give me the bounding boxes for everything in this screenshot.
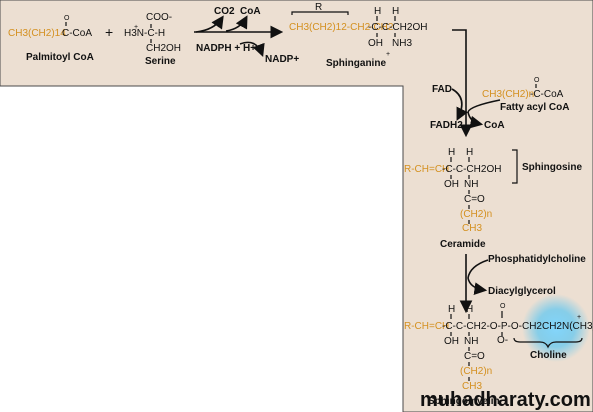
serine-plus: + — [134, 24, 138, 31]
palmitoyl-label: Palmitoyl CoA — [26, 52, 94, 63]
sphingosine-r: R-CH=CH — [404, 164, 449, 175]
sphingomyelin-label: Sphingomyelin — [428, 396, 500, 407]
serine-label: Serine — [145, 56, 176, 67]
sphinganine-label: Sphinganine — [326, 58, 386, 69]
sphingomyelin-h1: H — [448, 304, 455, 315]
palmitoyl-group: C-CoA — [62, 28, 92, 39]
sphingosine-ch3: CH3 — [462, 223, 482, 234]
pc-arrow — [467, 259, 489, 279]
sphinganine-plus: + — [386, 51, 390, 58]
sphingosine-body: -C-C-CH2OH — [442, 164, 501, 175]
watermark: muhadharaty.com — [420, 389, 591, 411]
sphinganine-h1: H — [374, 6, 381, 17]
sphingosine-label: Sphingosine — [522, 162, 582, 173]
fatty-acyl-chain: CH3(CH2)n — [482, 89, 534, 100]
sphingosine-nh: NH — [464, 179, 478, 190]
serine-ch2oh: CH2OH — [146, 43, 181, 54]
fatty-acyl-arrow — [467, 99, 501, 113]
sphinganine-body: -C-C-CH2OH — [368, 22, 427, 33]
ceramide-label: Ceramide — [440, 239, 486, 250]
sphingomyelin-ch2n: (CH2)n — [460, 366, 492, 377]
sphingomyelin-body: -C-C-CH2-O-P-O-CH2CH2N(CH3)3 — [442, 321, 593, 332]
sphingosine-bracket — [512, 149, 518, 184]
sphingomyelin-nh: NH — [464, 336, 478, 347]
sphinganine-nh3: NH3 — [392, 38, 412, 49]
diacylglycerol-label: Diacylglycerol — [488, 286, 556, 297]
nadph-label: NADPH + H+ — [196, 43, 256, 54]
sphingomyelin-o-bot: O- — [497, 335, 508, 346]
sphingomyelin-co: C=O — [464, 351, 485, 362]
plus-sign: + — [105, 24, 113, 40]
co2-label: CO2 — [214, 6, 235, 17]
sphingosine-ch2n: (CH2)n — [460, 209, 492, 220]
serine-h3n: H3N-C-H — [124, 28, 165, 39]
sphingosine-h2: H — [466, 147, 473, 158]
fad-arrow — [451, 88, 469, 121]
sphingomyelin-ch3: CH3 — [462, 381, 482, 392]
sphingomyelin-h2: H — [466, 304, 473, 315]
serine-coo: COO- — [146, 12, 172, 23]
choline-glow — [522, 294, 590, 362]
r-bracket — [291, 11, 349, 15]
palmitoyl-chain: CH3(CH2)14 — [8, 28, 66, 39]
sphinganine-oh: OH — [368, 38, 383, 49]
fad-label: FAD — [432, 84, 452, 95]
sphingomyelin-oh: OH — [444, 336, 459, 347]
choline-label: Choline — [530, 350, 567, 361]
r-label: R — [315, 2, 322, 13]
sphingomyelin-plus: + — [577, 314, 581, 321]
sphingomyelin-o-top: O — [500, 303, 506, 310]
sphingosine-co: C=O — [464, 194, 485, 205]
sphinganine-h2: H — [392, 6, 399, 17]
dag-arrow — [467, 277, 488, 295]
fatty-acyl-label: Fatty acyl CoA — [500, 102, 569, 113]
choline-brace — [513, 337, 583, 349]
palmitoyl-o: O — [64, 15, 70, 22]
sphingomyelin-r: R-CH=CH — [404, 321, 449, 332]
fatty-acyl-group: -C-CoA — [530, 89, 564, 100]
nadph-arrow — [239, 41, 265, 57]
coa-arrow — [225, 15, 248, 32]
phosphatidylcholine-label: Phosphatidylcholine — [488, 254, 586, 265]
nadp-label: NADP+ — [265, 54, 299, 65]
sphinganine-chain: CH3(CH2)12-CH2-CH2 — [289, 22, 394, 33]
coa-out-label: CoA — [484, 120, 505, 131]
main-arrow-2 — [452, 29, 473, 138]
fadh2-label: FADH2 — [430, 120, 463, 131]
coa-release-label: CoA — [240, 6, 261, 17]
coa-out-arrow — [467, 111, 484, 129]
sphingosine-oh: OH — [444, 179, 459, 190]
fatty-acyl-o: O — [534, 77, 540, 84]
sphingosine-h1: H — [448, 147, 455, 158]
